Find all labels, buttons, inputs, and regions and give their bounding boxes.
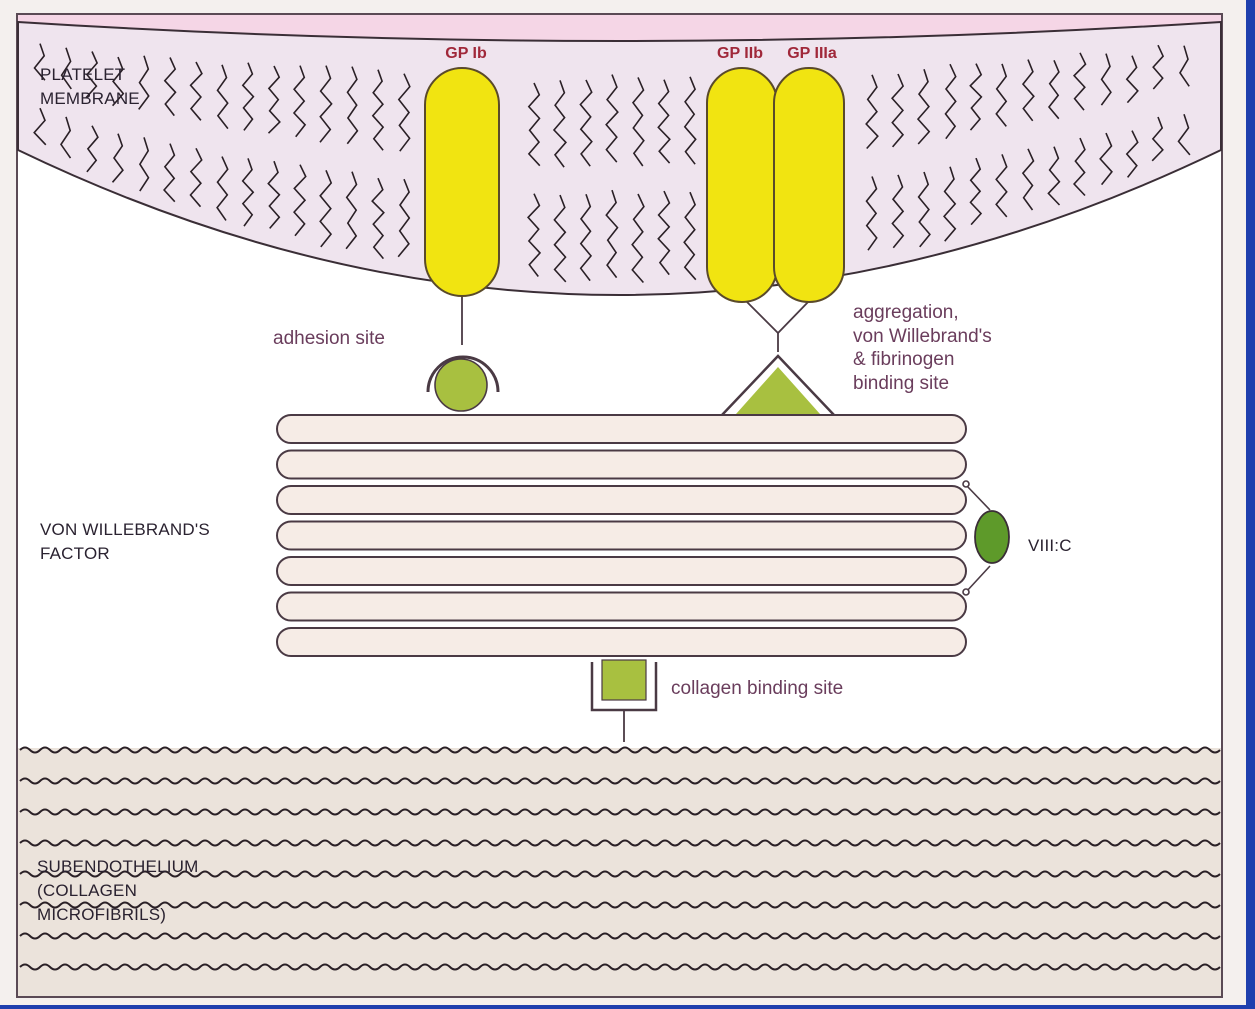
vwf-strand bbox=[277, 486, 966, 514]
collagen-binding-site-label: collagen binding site bbox=[671, 678, 843, 699]
membrane-label-line-1: PLATELET bbox=[40, 65, 125, 84]
vwf-strand bbox=[277, 415, 966, 443]
membrane-label-line-2: MEMBRANE bbox=[40, 89, 140, 108]
gp-iiia-receptor bbox=[774, 68, 844, 302]
aggregation-label-line-1: aggregation, bbox=[853, 302, 959, 323]
gp-ib-receptor bbox=[425, 68, 499, 296]
gp-iib-receptor bbox=[707, 68, 777, 302]
vwf-strands bbox=[277, 415, 966, 656]
vwf-strand bbox=[277, 522, 966, 550]
vwf-strand bbox=[277, 557, 966, 585]
adhesion-site-label: adhesion site bbox=[273, 328, 385, 349]
aggregation-label-line-3: & fibrinogen bbox=[853, 349, 954, 370]
aggregation-label-line-2: von Willebrand's bbox=[853, 326, 992, 347]
viii-c-molecule bbox=[975, 511, 1009, 563]
subendothelium-label-line-2: (COLLAGEN bbox=[37, 881, 137, 900]
vwf-label-line-2: FACTOR bbox=[40, 544, 110, 563]
gp-iib-label: GP IIb bbox=[717, 45, 763, 62]
gp-ib-label: GP Ib bbox=[445, 45, 487, 62]
viii-c-label: VIII:C bbox=[1028, 536, 1072, 555]
adhesion-binding-ball bbox=[435, 359, 487, 411]
subendothelium-label-line-3: MICROFIBRILS) bbox=[37, 905, 166, 924]
vwf-label-line-1: VON WILLEBRAND'S bbox=[40, 520, 210, 539]
vwf-strand bbox=[277, 628, 966, 656]
aggregation-label-line-4: binding site bbox=[853, 373, 949, 394]
vwf-strand bbox=[277, 451, 966, 479]
vwf-strand bbox=[277, 593, 966, 621]
collagen-binding-block bbox=[602, 660, 646, 700]
subendothelium-label-line-1: SUBENDOTHELIUM bbox=[37, 857, 199, 876]
gp-iiia-label: GP IIIa bbox=[787, 45, 837, 62]
